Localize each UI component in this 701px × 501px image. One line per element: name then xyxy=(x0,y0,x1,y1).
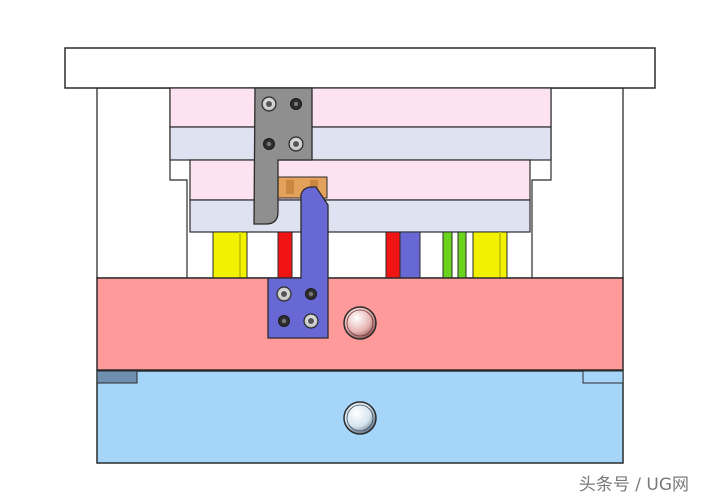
right-parting-pad xyxy=(582,370,624,384)
lower-lavender-plate xyxy=(189,199,531,233)
upper-pink-plate xyxy=(169,87,552,128)
socket-head-screw-icon xyxy=(261,96,277,112)
green-pin-right xyxy=(457,231,467,279)
top-clamp-plate xyxy=(64,47,656,89)
socket-head-screw-icon xyxy=(288,136,304,152)
green-pin-left xyxy=(442,231,453,279)
left-parting-pad xyxy=(96,370,138,384)
socket-head-screw-icon xyxy=(276,286,292,302)
socket-head-screw-icon xyxy=(263,138,275,150)
wear-block-slot-left xyxy=(286,180,294,194)
red-pin-left xyxy=(277,231,293,279)
socket-head-screw-icon xyxy=(303,313,319,329)
upper-lavender-plate xyxy=(169,126,552,161)
lock-arm xyxy=(253,87,313,225)
blue-pin xyxy=(399,231,421,279)
lower-pink-plate xyxy=(189,159,531,201)
red-pin-right xyxy=(385,231,401,279)
socket-head-screw-icon xyxy=(305,288,317,300)
yellow-guide-pin-right xyxy=(472,231,508,279)
sprue-bushing-icon xyxy=(343,401,377,435)
socket-head-screw-icon xyxy=(278,315,290,327)
yellow-guide-pin-left xyxy=(212,231,248,279)
sprue-bushing-icon xyxy=(343,306,377,340)
watermark-text: 头条号 / UG网 xyxy=(578,475,689,495)
socket-head-screw-icon xyxy=(290,98,302,110)
